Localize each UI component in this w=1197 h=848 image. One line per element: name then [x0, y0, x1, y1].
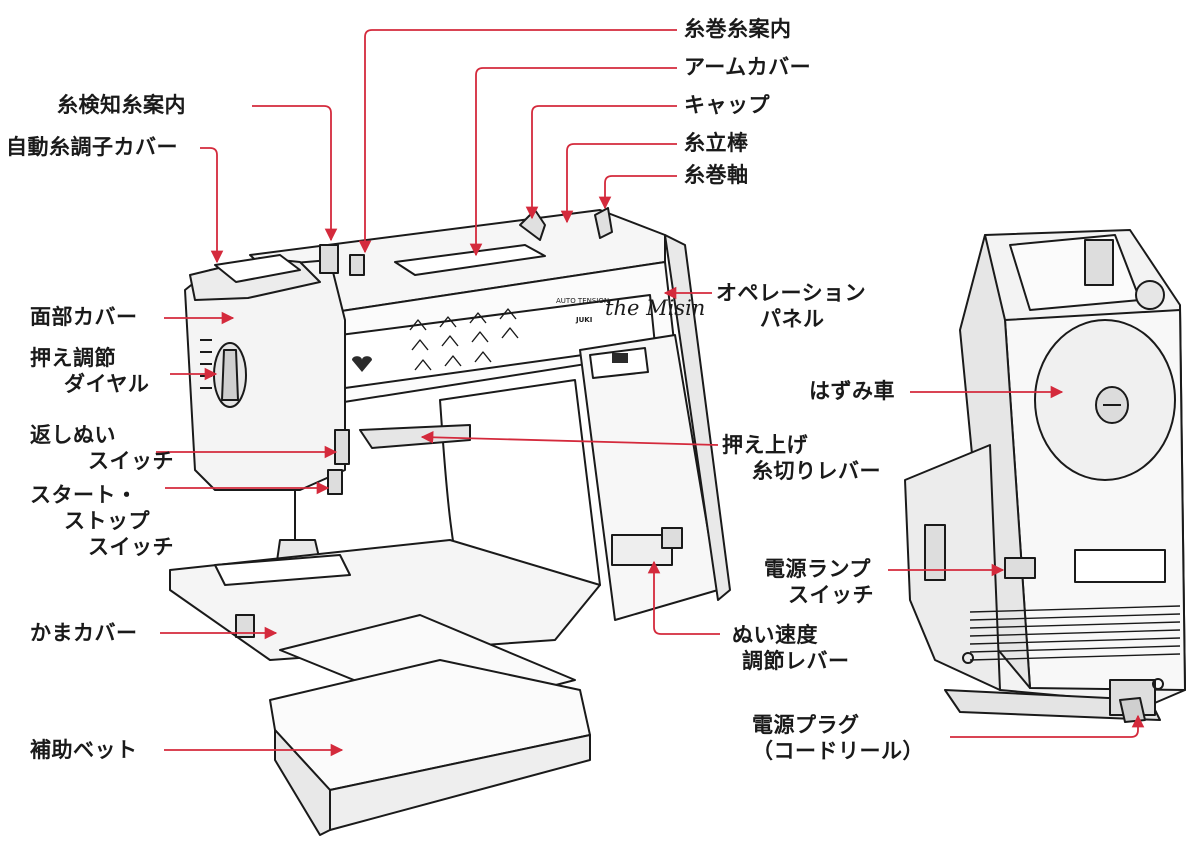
leader-presser-lever [420, 431, 719, 446]
reverse-switch-line2: スイッチ [88, 449, 174, 473]
leader-auto-tension-cover [200, 147, 224, 264]
brand-model: the Misin [605, 296, 705, 320]
start-stop-line3: スイッチ [88, 535, 174, 559]
label-auto-tension-cover: 自動糸調子カバー [6, 135, 178, 159]
label-extension-table: 補助ベット [30, 738, 138, 762]
start-stop-line2: ストップ [64, 509, 150, 533]
label-reverse-switch: 返しぬい スイッチ [30, 422, 174, 474]
label-bobbin-winder-guide: 糸巻糸案内 [684, 17, 792, 41]
leader-lines [156, 29, 1145, 757]
label-spool-pin: 糸立棒 [684, 131, 749, 155]
leader-spool-pin [560, 143, 677, 224]
leader-bobbin-winder-guide [358, 29, 677, 254]
power-plug-line2: （コードリール） [752, 739, 924, 763]
power-lamp-line1: 電源ランプ [764, 557, 871, 581]
label-operation-panel: オペレーション パネル [716, 280, 866, 332]
label-hook-cover: かまカバー [30, 621, 138, 645]
reverse-switch-line1: 返しぬい [30, 423, 116, 447]
label-handwheel: はずみ車 [809, 379, 895, 403]
label-bobbin-winder-spindle: 糸巻軸 [684, 163, 749, 187]
label-power-plug: 電源プラグ （コードリール） [752, 712, 924, 764]
label-start-stop: スタート・ ストップ スイッチ [30, 482, 174, 560]
operation-panel-line2: パネル [760, 307, 825, 331]
pressure-dial-line2: ダイヤル [64, 372, 150, 396]
label-cap: キャップ [684, 93, 770, 117]
label-speed-lever: ぬい速度 調節レバー [722, 622, 850, 674]
presser-lever-line1: 押え上げ [722, 433, 808, 457]
operation-panel-line1: オペレーション [716, 281, 867, 305]
presser-lever-line2: 糸切りレバー [752, 459, 881, 483]
leader-speed-lever [647, 560, 720, 635]
leader-cap [525, 105, 677, 220]
label-arm-cover: アームカバー [684, 55, 812, 79]
label-thread-sensor-guide: 糸検知糸案内 [57, 93, 186, 117]
leader-thread-sensor-guide [252, 105, 338, 242]
label-presser-lever: 押え上げ 糸切りレバー [722, 432, 881, 484]
start-stop-line1: スタート・ [30, 483, 138, 507]
label-power-lamp: 電源ランプ スイッチ [764, 556, 874, 608]
leader-power-plug [950, 714, 1145, 738]
label-face-cover: 面部カバー [30, 305, 138, 329]
speed-lever-line1: ぬい速度 [732, 623, 818, 647]
power-lamp-line2: スイッチ [788, 583, 874, 607]
leader-arm-cover [469, 67, 677, 257]
brand-caption: AUTO TENSION [556, 297, 609, 305]
speed-lever-line2: 調節レバー [742, 649, 850, 673]
leader-bobbin-winder-spindle [598, 175, 677, 210]
pressure-dial-line1: 押え調節 [30, 346, 116, 370]
side-machine [904, 229, 1186, 723]
brand-maker: JUKI [575, 316, 592, 324]
power-plug-line1: 電源プラグ [752, 713, 860, 737]
front-machine [169, 207, 731, 836]
label-pressure-dial: 押え調節 ダイヤル [30, 345, 149, 397]
